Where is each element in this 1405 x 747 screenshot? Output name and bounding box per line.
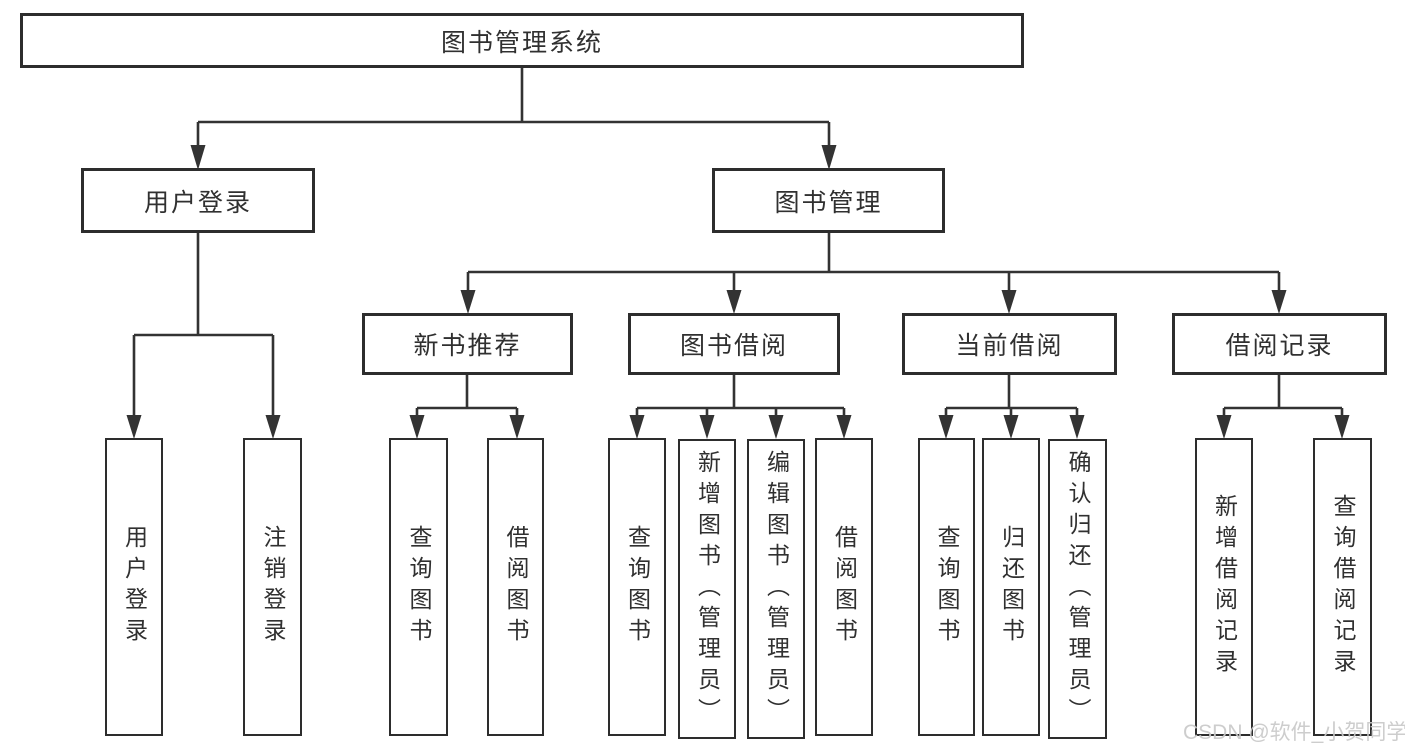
node-current-borrow: 当前借阅 [902, 313, 1117, 375]
leaf-borrow-books-recommend: 借阅图书 [487, 438, 544, 736]
leaf-add-borrow-record: 新增借阅记录 [1195, 438, 1253, 736]
node-new-book-recommend: 新书推荐 [362, 313, 573, 375]
leaf-add-books-admin: 新增图书（管理员） [678, 439, 736, 739]
leaf-user-login: 用户登录 [105, 438, 163, 736]
node-book-management: 图书管理 [712, 168, 945, 233]
node-book-borrow: 图书借阅 [628, 313, 840, 375]
node-root: 图书管理系统 [20, 13, 1024, 68]
node-user-login: 用户登录 [81, 168, 315, 233]
node-borrow-records: 借阅记录 [1172, 313, 1387, 375]
leaf-query-books-borrow: 查询图书 [608, 438, 666, 736]
watermark-text: CSDN @软件_小贺同学 [1183, 721, 1405, 744]
leaf-return-books: 归还图书 [982, 438, 1040, 736]
leaf-query-books-current: 查询图书 [918, 438, 975, 736]
leaf-confirm-return-admin: 确认归还（管理员） [1048, 439, 1107, 739]
leaf-borrow-books: 借阅图书 [815, 438, 873, 736]
leaf-query-borrow-record: 查询借阅记录 [1313, 438, 1372, 736]
leaf-query-books-recommend: 查询图书 [389, 438, 448, 736]
leaf-logout-login: 注销登录 [243, 438, 302, 736]
leaf-edit-books-admin: 编辑图书（管理员） [747, 439, 805, 739]
arrowheads [126, 145, 1350, 439]
